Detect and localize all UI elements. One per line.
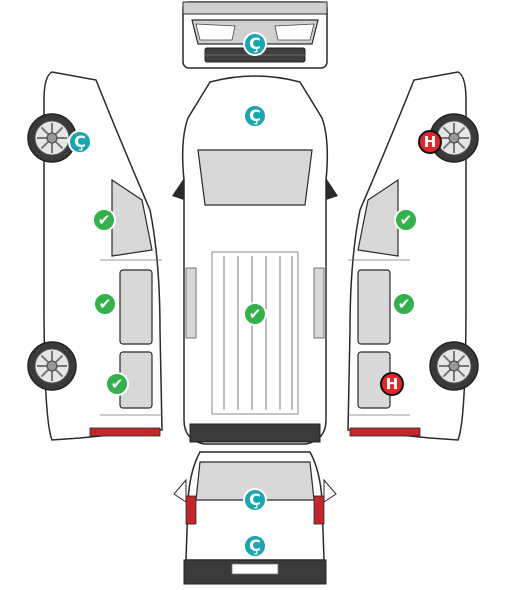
c-marker-rear-window[interactable]: Ç — [243, 488, 267, 512]
right-side-view — [347, 71, 479, 441]
check-marker-left-front-door[interactable]: ✔ — [92, 208, 116, 232]
check-marker-left-middle[interactable]: ✔ — [93, 292, 117, 316]
left-side-view — [27, 71, 163, 441]
c-marker-left-front-wheel[interactable]: Ç — [68, 130, 92, 154]
h-marker-right-rear[interactable]: H — [380, 372, 404, 396]
check-marker-right-middle[interactable]: ✔ — [392, 292, 416, 316]
c-marker-hood[interactable]: Ç — [243, 104, 267, 128]
check-marker-right-front-door[interactable]: ✔ — [394, 208, 418, 232]
top-view — [172, 75, 338, 445]
c-marker-front[interactable]: Ç — [243, 32, 267, 56]
rear-view — [173, 451, 337, 585]
h-marker-right-front-wheel[interactable]: H — [418, 130, 442, 154]
check-marker-left-rear[interactable]: ✔ — [105, 372, 129, 396]
check-marker-roof[interactable]: ✔ — [243, 302, 267, 326]
c-marker-rear-bumper[interactable]: Ç — [243, 534, 267, 558]
